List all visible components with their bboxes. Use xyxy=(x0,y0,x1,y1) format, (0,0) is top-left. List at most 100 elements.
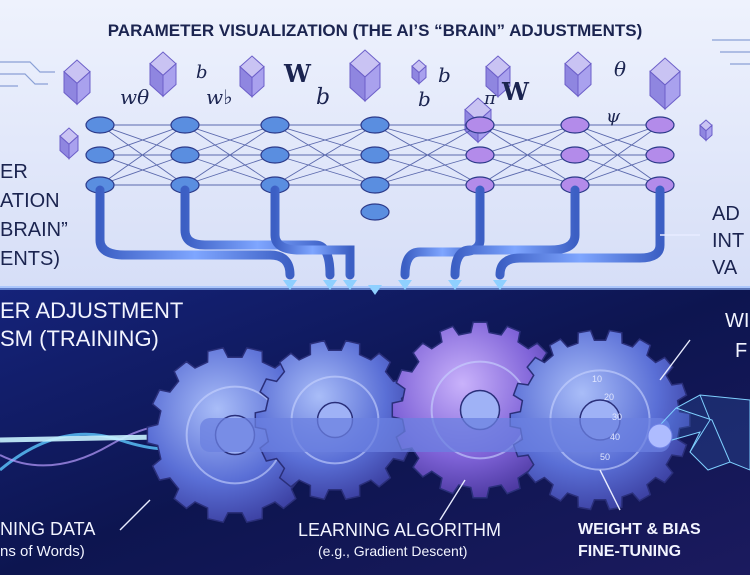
network-node xyxy=(170,146,200,164)
network-node xyxy=(360,146,390,164)
gear-shaft xyxy=(200,418,670,452)
symbol-b-3: b xyxy=(418,87,431,111)
network-edge xyxy=(274,124,376,156)
network-edge xyxy=(374,124,481,156)
network-node xyxy=(260,116,290,134)
symbol-theta: θ xyxy=(614,57,626,81)
network-edge xyxy=(479,124,576,156)
network-node xyxy=(465,116,495,134)
left-upper-line-1: ER xyxy=(0,161,28,183)
network-edge xyxy=(99,124,186,156)
pipe xyxy=(95,185,295,280)
arrow-down-icon xyxy=(343,280,357,290)
right-upper-line-3: VA xyxy=(712,257,738,279)
learning-algorithm-title: LEARNING ALGORITHM xyxy=(298,520,501,540)
network-node xyxy=(85,116,115,134)
left-upper-line-3: BRAIN” xyxy=(0,219,68,241)
network-edge xyxy=(99,124,186,186)
left-lower-label: ER ADJUSTMENT SM (TRAINING) xyxy=(0,298,183,351)
dial-number: 30 xyxy=(612,412,622,422)
network-node xyxy=(170,116,200,134)
pipe-arrows xyxy=(283,280,507,295)
fine-tuning-title: WEIGHT & BIAS xyxy=(578,521,701,538)
dial-number: 50 xyxy=(600,452,610,462)
network-node xyxy=(560,146,590,164)
cube-icon xyxy=(485,55,511,98)
right-lower-line-2: F xyxy=(735,340,747,362)
page-title: PARAMETER VISUALIZATION (THE AI’S “BRAIN… xyxy=(108,21,643,40)
network-edge xyxy=(184,154,276,186)
training-data-sub: ns of Words) xyxy=(0,543,85,560)
left-lower-line-2: SM (TRAINING) xyxy=(0,326,159,351)
pipe xyxy=(270,185,355,280)
network-edge xyxy=(574,154,661,186)
circuit-lines-left xyxy=(0,61,55,87)
arrow-down-icon xyxy=(283,280,297,290)
symbol-W-bold: W xyxy=(283,59,312,88)
left-lower-line-1: ER ADJUSTMENT xyxy=(0,298,183,323)
network-edge xyxy=(374,154,481,186)
right-lower-line-1: WI xyxy=(725,310,749,332)
symbol-psi: ψ xyxy=(606,106,621,127)
network-edge xyxy=(479,124,576,186)
symbol-b-4: b xyxy=(438,63,451,87)
symbol-W-2: W xyxy=(501,77,530,106)
network-node xyxy=(465,146,495,164)
fine-tuning-sub: FINE-TUNING xyxy=(578,543,681,560)
arrow-down-icon xyxy=(398,280,412,290)
cube-icon xyxy=(411,59,427,85)
network-node xyxy=(360,176,390,194)
network-node xyxy=(560,116,590,134)
network-edge xyxy=(274,154,376,186)
circuit-lines-right xyxy=(712,39,750,65)
cube-icon xyxy=(59,127,79,160)
network-edge xyxy=(99,154,186,186)
training-data-title: NING DATA xyxy=(0,519,95,539)
right-upper-line-1: AD xyxy=(712,203,740,225)
arrow-down-icon xyxy=(493,280,507,290)
symbol-pi: π xyxy=(483,88,497,109)
dial-number: 20 xyxy=(604,392,614,402)
caption-fine-tuning: WEIGHT & BIAS FINE-TUNING xyxy=(578,521,701,560)
network-connections xyxy=(99,124,661,186)
right-upper-label: AD INT VA xyxy=(712,203,744,279)
dial-number: 10 xyxy=(592,374,602,384)
cube-icon xyxy=(349,49,381,103)
cube-icon xyxy=(239,55,265,98)
arrow-down-icon xyxy=(448,280,462,290)
caption-learning-algorithm: LEARNING ALGORITHM (e.g., Gradient Desce… xyxy=(298,520,501,559)
symbol-w-b: w♭ xyxy=(206,85,233,109)
network-edge xyxy=(479,154,576,186)
network-edge xyxy=(274,124,376,186)
caption-pointers xyxy=(119,234,700,531)
arrow-down-icon xyxy=(368,285,382,295)
learning-algorithm-sub: (e.g., Gradient Descent) xyxy=(318,543,467,559)
network-edge xyxy=(184,124,276,186)
network-node xyxy=(645,116,675,134)
caption-training-data: NING DATA ns of Words) xyxy=(0,519,95,560)
network-edge xyxy=(184,124,276,156)
network-node xyxy=(85,146,115,164)
right-upper-line-2: INT xyxy=(712,230,744,252)
symbol-b-2: b xyxy=(316,85,330,110)
network-edge xyxy=(374,124,481,186)
cube-icon xyxy=(699,119,713,142)
left-upper-line-4: ENTS) xyxy=(0,248,60,270)
pipe xyxy=(180,185,335,280)
arrow-down-icon xyxy=(323,280,337,290)
symbol-w-theta: wθ xyxy=(120,85,149,109)
cube-icon xyxy=(63,59,91,106)
network-node xyxy=(360,116,390,134)
cube-icon xyxy=(564,51,592,98)
data-pipes xyxy=(95,185,665,285)
wireframe-hand-icon xyxy=(647,394,750,471)
network-edge xyxy=(574,124,661,156)
parameter-symbols: wθ w♭ W b b b π W θ ψ b xyxy=(120,57,626,127)
right-lower-label: WI F xyxy=(725,310,749,362)
network-edge xyxy=(574,124,661,186)
left-upper-label: ER ATION BRAIN” ENTS) xyxy=(0,161,68,270)
left-upper-line-2: ATION xyxy=(0,190,60,212)
cube-icon xyxy=(649,57,681,111)
